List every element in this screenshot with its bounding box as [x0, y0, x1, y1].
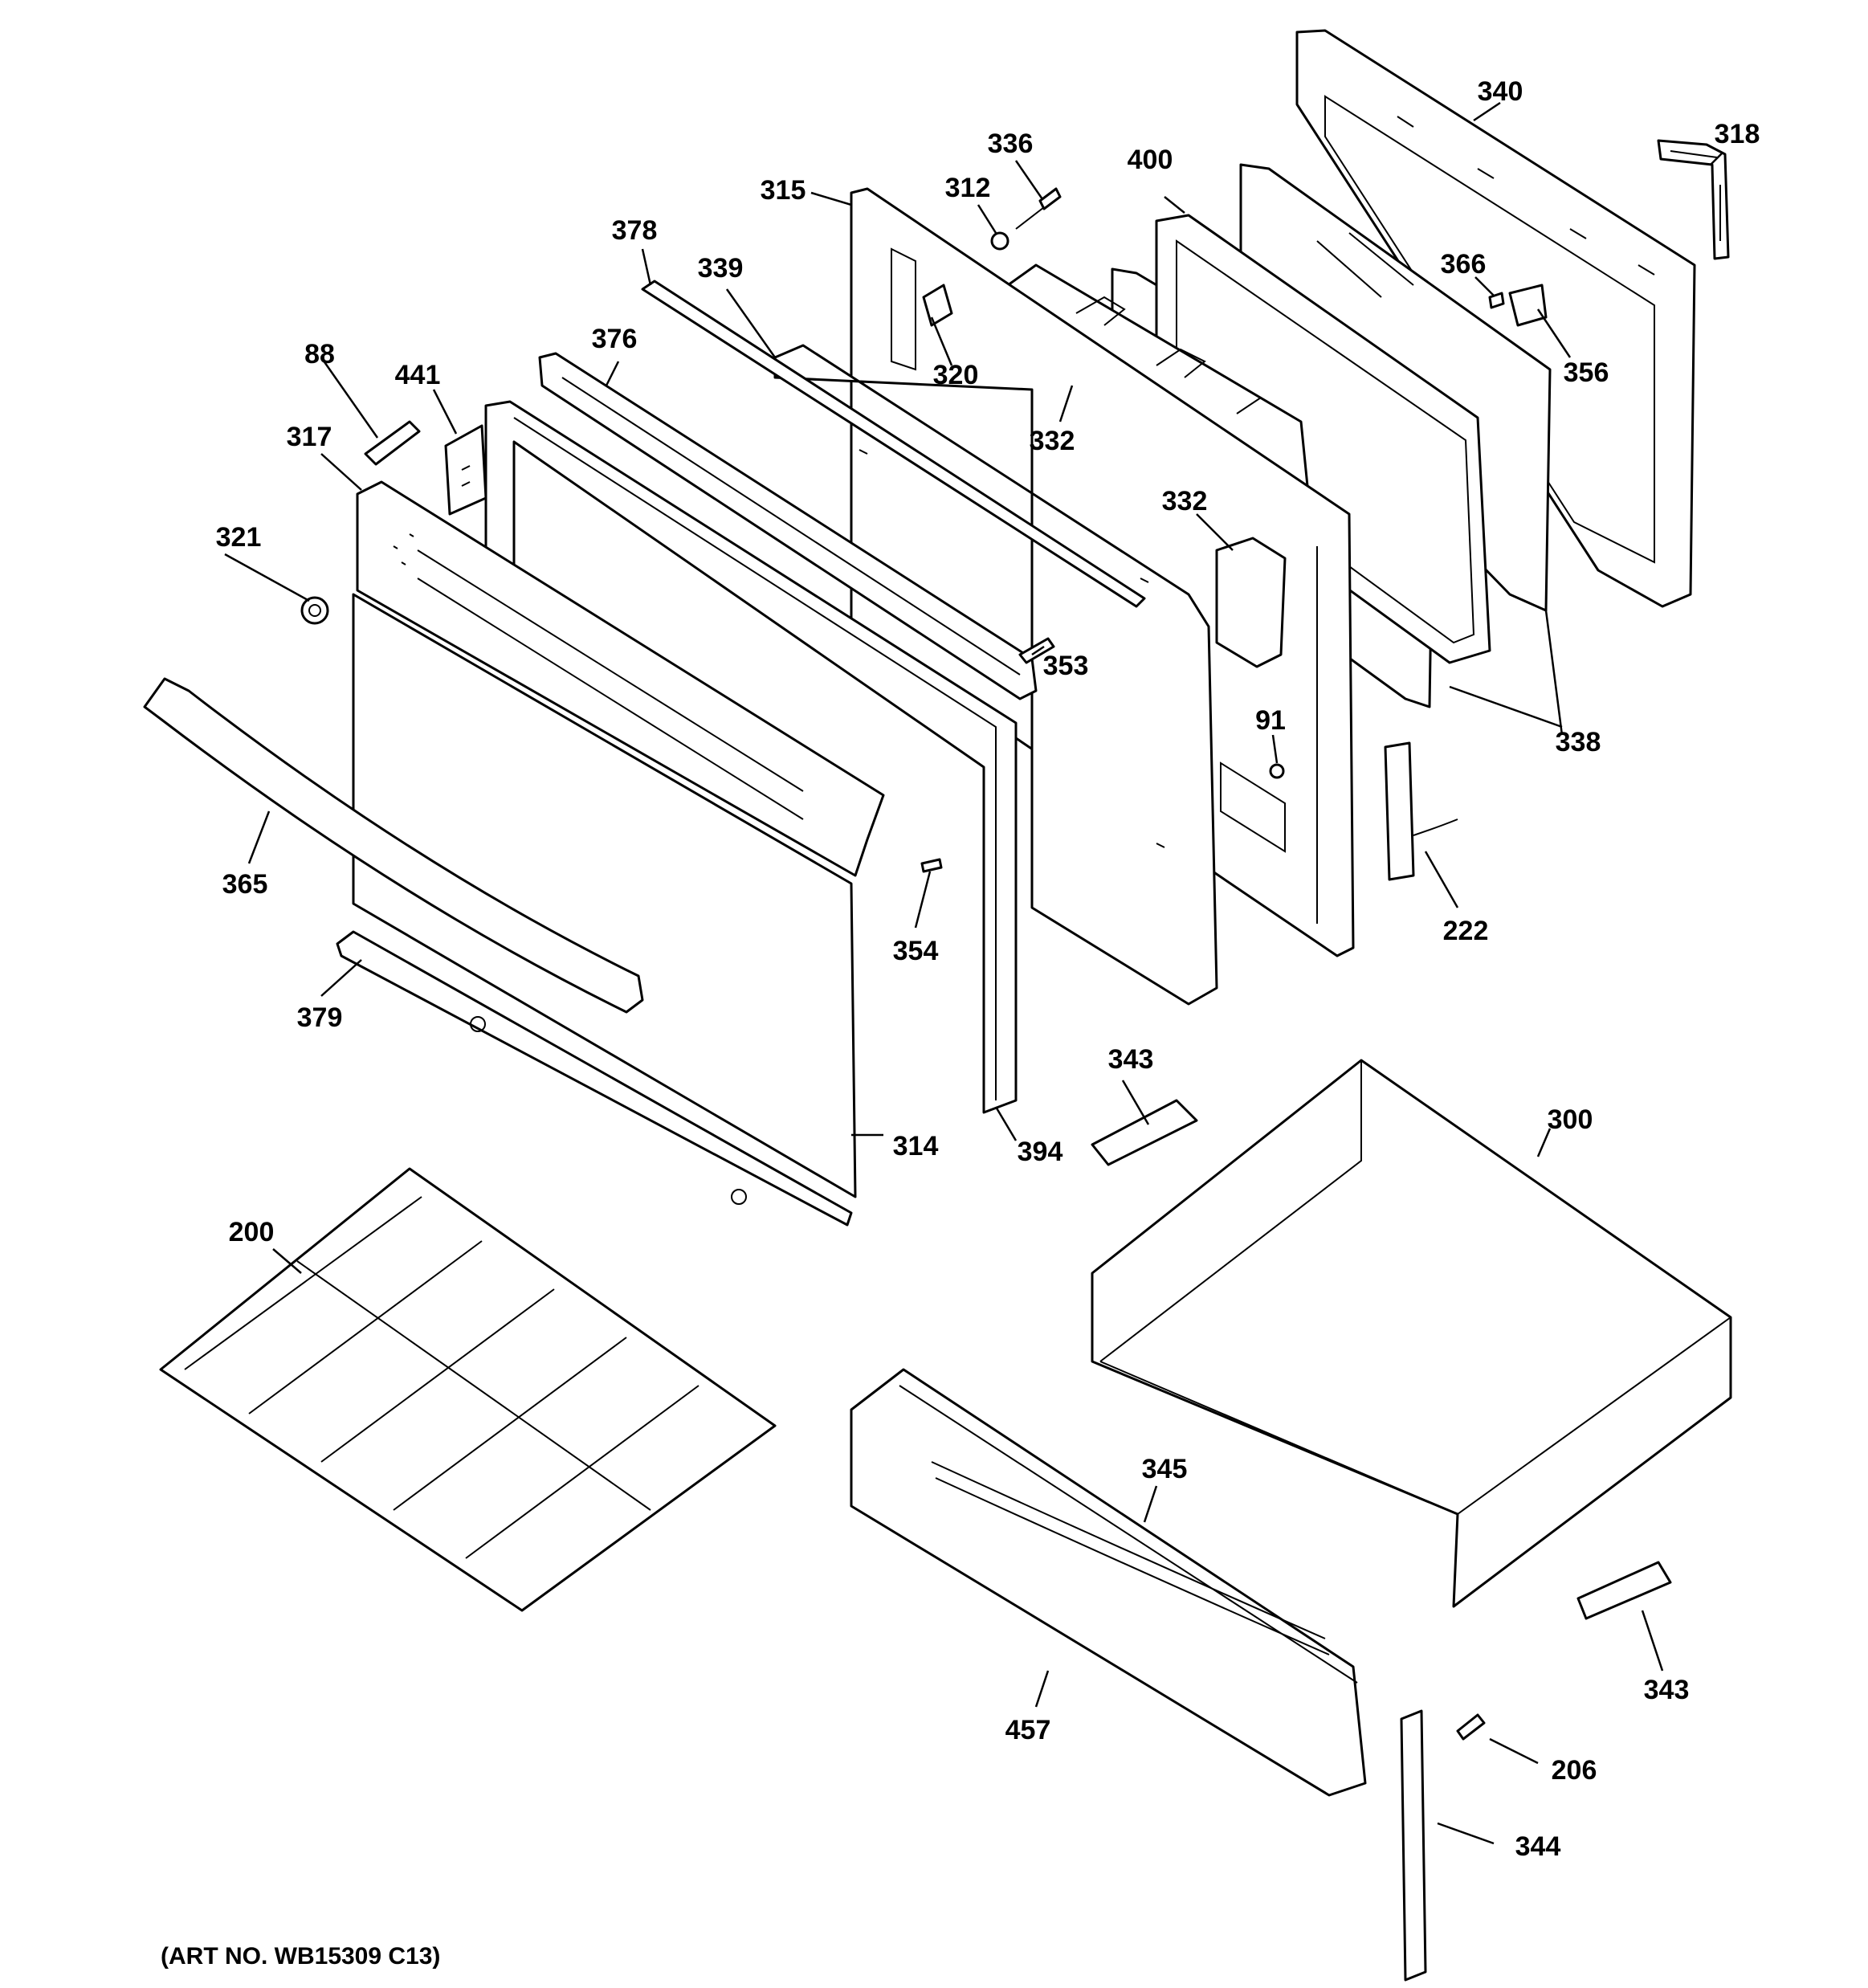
part-222-hinge[interactable] [1384, 741, 1458, 881]
callout-354: 354 [893, 936, 939, 966]
part-345-drawer-trim[interactable] [931, 1461, 1330, 1655]
callout-343b: 343 [1644, 1675, 1690, 1705]
callout-345: 345 [1142, 1454, 1188, 1484]
callout-300: 300 [1548, 1104, 1593, 1135]
part-376-vent-channel[interactable] [538, 352, 1038, 700]
part-379-door-trim[interactable] [336, 930, 853, 1227]
callout-336: 336 [988, 129, 1034, 159]
part-200-oven-rack[interactable] [159, 1167, 777, 1612]
part-317-vent-trim[interactable] [356, 480, 885, 877]
part-366-screw[interactable] [1488, 292, 1505, 309]
callout-332a: 332 [1030, 426, 1075, 456]
callout-222: 222 [1443, 916, 1489, 946]
callout-88: 88 [304, 339, 335, 369]
callout-340: 340 [1478, 76, 1523, 107]
part-312-nut[interactable] [990, 231, 1009, 251]
part-332-side-insulation[interactable] [1215, 537, 1287, 668]
callout-379: 379 [297, 1002, 343, 1033]
callout-317: 317 [287, 422, 332, 452]
callout-332b: 332 [1162, 486, 1208, 516]
callout-315: 315 [761, 175, 806, 206]
part-354-screw[interactable] [920, 858, 943, 873]
part-343-drawer-roller-upper[interactable] [1091, 1099, 1198, 1166]
callout-376: 376 [592, 324, 638, 354]
callout-320: 320 [933, 360, 979, 390]
part-356-bracket[interactable] [1508, 284, 1548, 327]
part-339-inner-door-panel[interactable] [773, 344, 1218, 1006]
callout-321: 321 [216, 522, 262, 553]
part-320-stop[interactable] [922, 284, 953, 327]
callout-365: 365 [222, 869, 268, 900]
callout-200: 200 [229, 1217, 275, 1247]
callout-339: 339 [698, 253, 744, 284]
part-340-outer-door-frame[interactable] [1295, 29, 1696, 608]
callout-314: 314 [893, 1131, 939, 1161]
part-300-drawer-box[interactable] [1091, 1059, 1732, 1608]
part-91-screw[interactable] [1269, 763, 1285, 779]
callout-labels: 340 318 336 400 312 315 366 378 339 356 … [216, 76, 1760, 1862]
callout-378: 378 [612, 215, 658, 246]
part-343-drawer-roller-lower[interactable] [1576, 1561, 1672, 1620]
callout-338: 338 [1556, 727, 1601, 757]
part-314-outer-door-glass[interactable] [352, 593, 857, 1198]
part-318-gasket[interactable] [1657, 139, 1730, 260]
leader-lines [224, 101, 1723, 1845]
part-321-bumper[interactable] [300, 596, 329, 625]
callout-318: 318 [1715, 119, 1760, 149]
callout-343a: 343 [1108, 1044, 1154, 1075]
part-441-hinge-bracket[interactable] [444, 424, 487, 516]
callout-441: 441 [395, 360, 441, 390]
callout-353: 353 [1043, 651, 1089, 681]
part-206-screw[interactable] [1456, 1713, 1486, 1741]
art-number: (ART NO. WB15309 C13) [161, 1943, 440, 1970]
callout-312: 312 [945, 173, 991, 203]
callout-394: 394 [1018, 1137, 1063, 1167]
part-336-bolt[interactable] [1015, 187, 1062, 230]
part-365-door-handle[interactable] [143, 677, 644, 1014]
callout-400: 400 [1128, 145, 1173, 175]
callout-457: 457 [1005, 1715, 1051, 1745]
callout-91: 91 [1255, 705, 1286, 736]
callout-356: 356 [1564, 357, 1609, 388]
part-344-drawer-rail[interactable] [1400, 1709, 1427, 1982]
callout-206: 206 [1552, 1755, 1597, 1786]
part-88-spacer[interactable] [364, 420, 421, 466]
callout-344: 344 [1515, 1831, 1561, 1862]
callout-366: 366 [1441, 249, 1487, 280]
